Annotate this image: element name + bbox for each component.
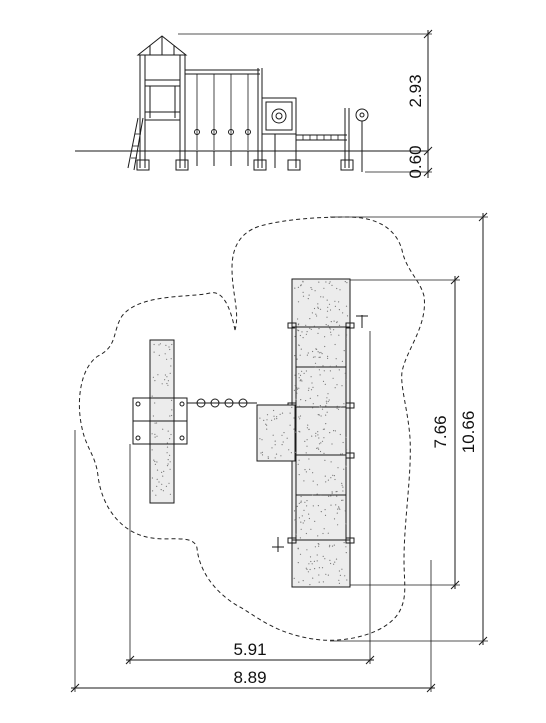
side-deck xyxy=(256,404,296,462)
main-platform xyxy=(291,278,351,588)
dim-width-outer: 8.89 xyxy=(233,668,266,687)
dim-height-total: 2.93 xyxy=(406,74,425,107)
safety-zone-outline xyxy=(78,216,425,641)
platform-texture xyxy=(151,280,349,586)
dim-depth-inner: 7.66 xyxy=(431,415,450,448)
dim-width-inner: 5.91 xyxy=(233,640,266,659)
dim-height-below: 0.60 xyxy=(406,145,425,178)
dim-depth-outer: 10.66 xyxy=(459,411,478,454)
plan-view: 5.91 8.89 7.66 10.66 xyxy=(70,212,488,693)
elevation-view: 2.93 0.60 xyxy=(75,29,433,179)
